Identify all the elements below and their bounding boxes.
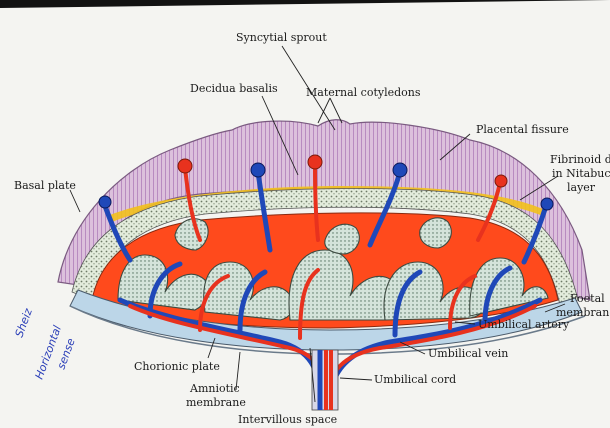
umbilical-cord bbox=[311, 349, 339, 411]
label-fibrinoid-line3: layer bbox=[567, 181, 596, 194]
label-maternal-cotyledons: Maternal cotyledons bbox=[306, 86, 421, 99]
label-intervillous-space: Intervillous space bbox=[238, 413, 337, 426]
label-umbilical-cord: Umbilical cord bbox=[374, 373, 456, 386]
label-decidua-basalis: Decidua basalis bbox=[190, 82, 278, 95]
label-umbilical-vein: Umbilical vein bbox=[428, 347, 508, 360]
label-foetal-line1: Foetal bbox=[570, 292, 605, 305]
label-foetal-line2: membrane bbox=[556, 306, 610, 319]
spiral-vessel-openings bbox=[98, 154, 554, 211]
label-fibrinoid-line1: Fibrinoid depo bbox=[550, 153, 610, 166]
label-amniotic-line1: Amniotic bbox=[189, 382, 240, 395]
label-placental-fissure: Placental fissure bbox=[476, 123, 569, 136]
labels: Syncytial sprout Decidua basalis Materna… bbox=[14, 31, 610, 426]
label-basal-plate: Basal plate bbox=[14, 179, 76, 192]
label-umbilical-artery: Umbilical artery bbox=[478, 318, 570, 331]
leader-lines bbox=[69, 45, 566, 403]
label-fibrinoid-line2: in Nitabuch's bbox=[552, 167, 610, 180]
label-syncytial-sprout: Syncytial sprout bbox=[236, 31, 327, 44]
label-amniotic-line2: membrane bbox=[186, 396, 246, 409]
label-chorionic-plate: Chorionic plate bbox=[134, 360, 220, 373]
